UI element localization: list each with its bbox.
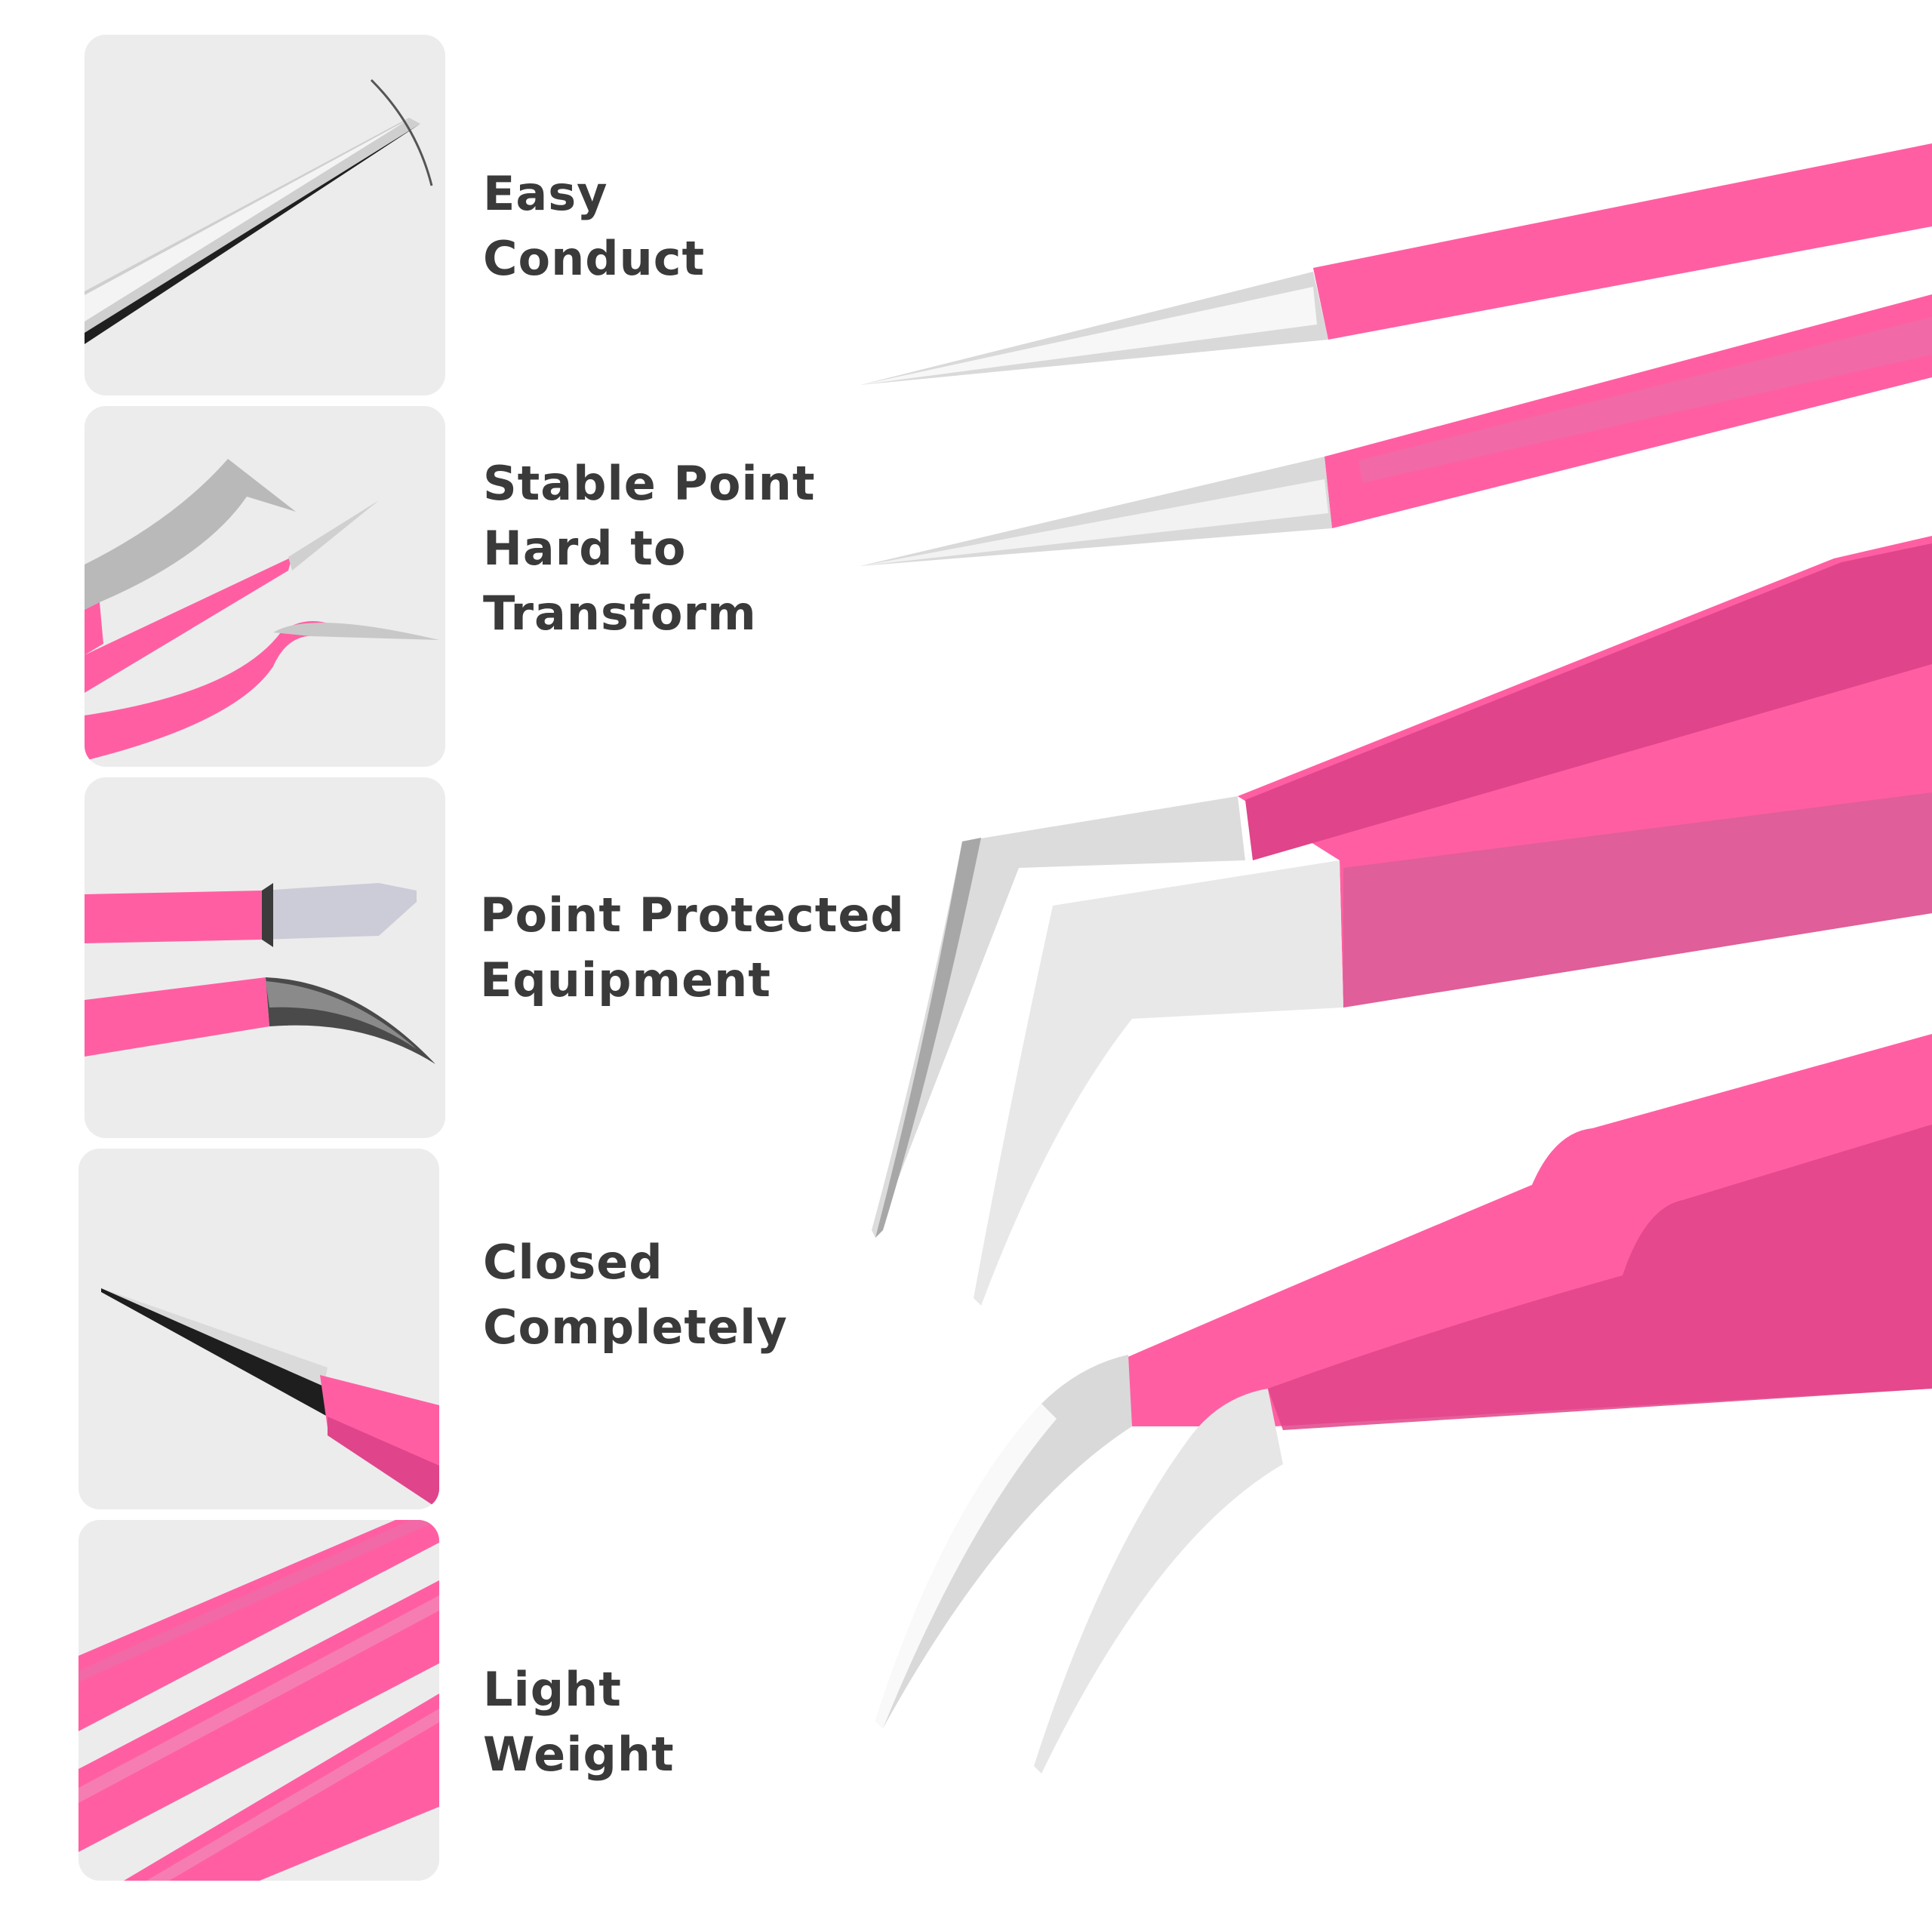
feature-label-line: Completely: [483, 1300, 788, 1355]
feature-label-light-weight: Light Weight: [483, 1657, 675, 1787]
feature-label-line: Equipment: [480, 952, 771, 1008]
hero-product-image: [830, 121, 1932, 1781]
feature-image-easy-conduct: [85, 35, 445, 395]
feature-label-point-protected: Point Protected Equipment: [480, 883, 905, 1013]
tip-protector-cap-icon: [85, 883, 435, 1064]
feature-label-closed-completely: Closed Completely: [483, 1230, 788, 1360]
feature-label-easy-conduct: Easy Conduct: [483, 162, 705, 291]
feature-image-point-protected: [85, 777, 445, 1138]
pink-eyelash-tweezers-icon: [860, 143, 1932, 1774]
tweezer-handles-icon: [78, 1520, 439, 1881]
feature-label-line: Closed: [483, 1235, 663, 1290]
feature-label-line: Point Protected: [480, 888, 905, 943]
feature-label-line: Light: [483, 1662, 622, 1717]
feature-image-stable-point: [85, 406, 445, 767]
closed-tweezer-tip-icon: [101, 1288, 439, 1509]
feature-label-line: Transform: [483, 586, 757, 641]
feature-label-line: Conduct: [483, 231, 706, 286]
feature-label-line: Weight: [483, 1727, 675, 1782]
feature-label-line: Easy: [483, 166, 608, 221]
feature-label-line: Stable Point: [483, 456, 816, 511]
feature-label-line: Hard to: [483, 521, 687, 576]
feature-label-stable-point: Stable Point Hard to Transform: [483, 451, 815, 646]
tweezer-tip-holding-lash-icon: [85, 78, 433, 344]
feature-image-closed-completely: [78, 1149, 439, 1509]
tweezer-set-icon: [85, 459, 439, 761]
feature-image-light-weight: [78, 1520, 439, 1881]
